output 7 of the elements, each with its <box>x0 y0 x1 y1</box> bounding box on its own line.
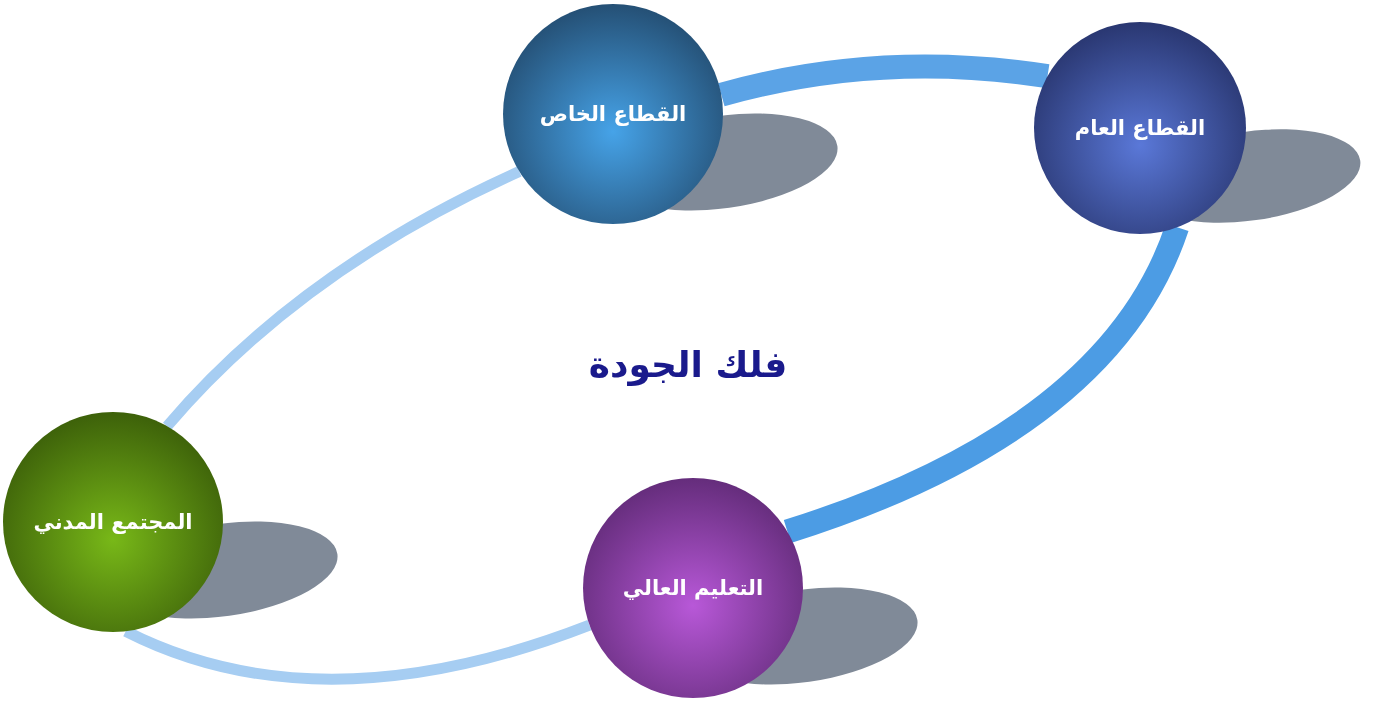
sphere: القطاع العام <box>1034 22 1246 234</box>
ring-segment <box>163 166 522 430</box>
center-title: فلك الجودة <box>588 343 788 385</box>
sphere: المجتمع المدني <box>3 412 223 632</box>
ring-segment <box>123 620 592 685</box>
sphere: القطاع الخاص <box>503 4 723 224</box>
sphere: التعليم العالي <box>583 478 803 698</box>
